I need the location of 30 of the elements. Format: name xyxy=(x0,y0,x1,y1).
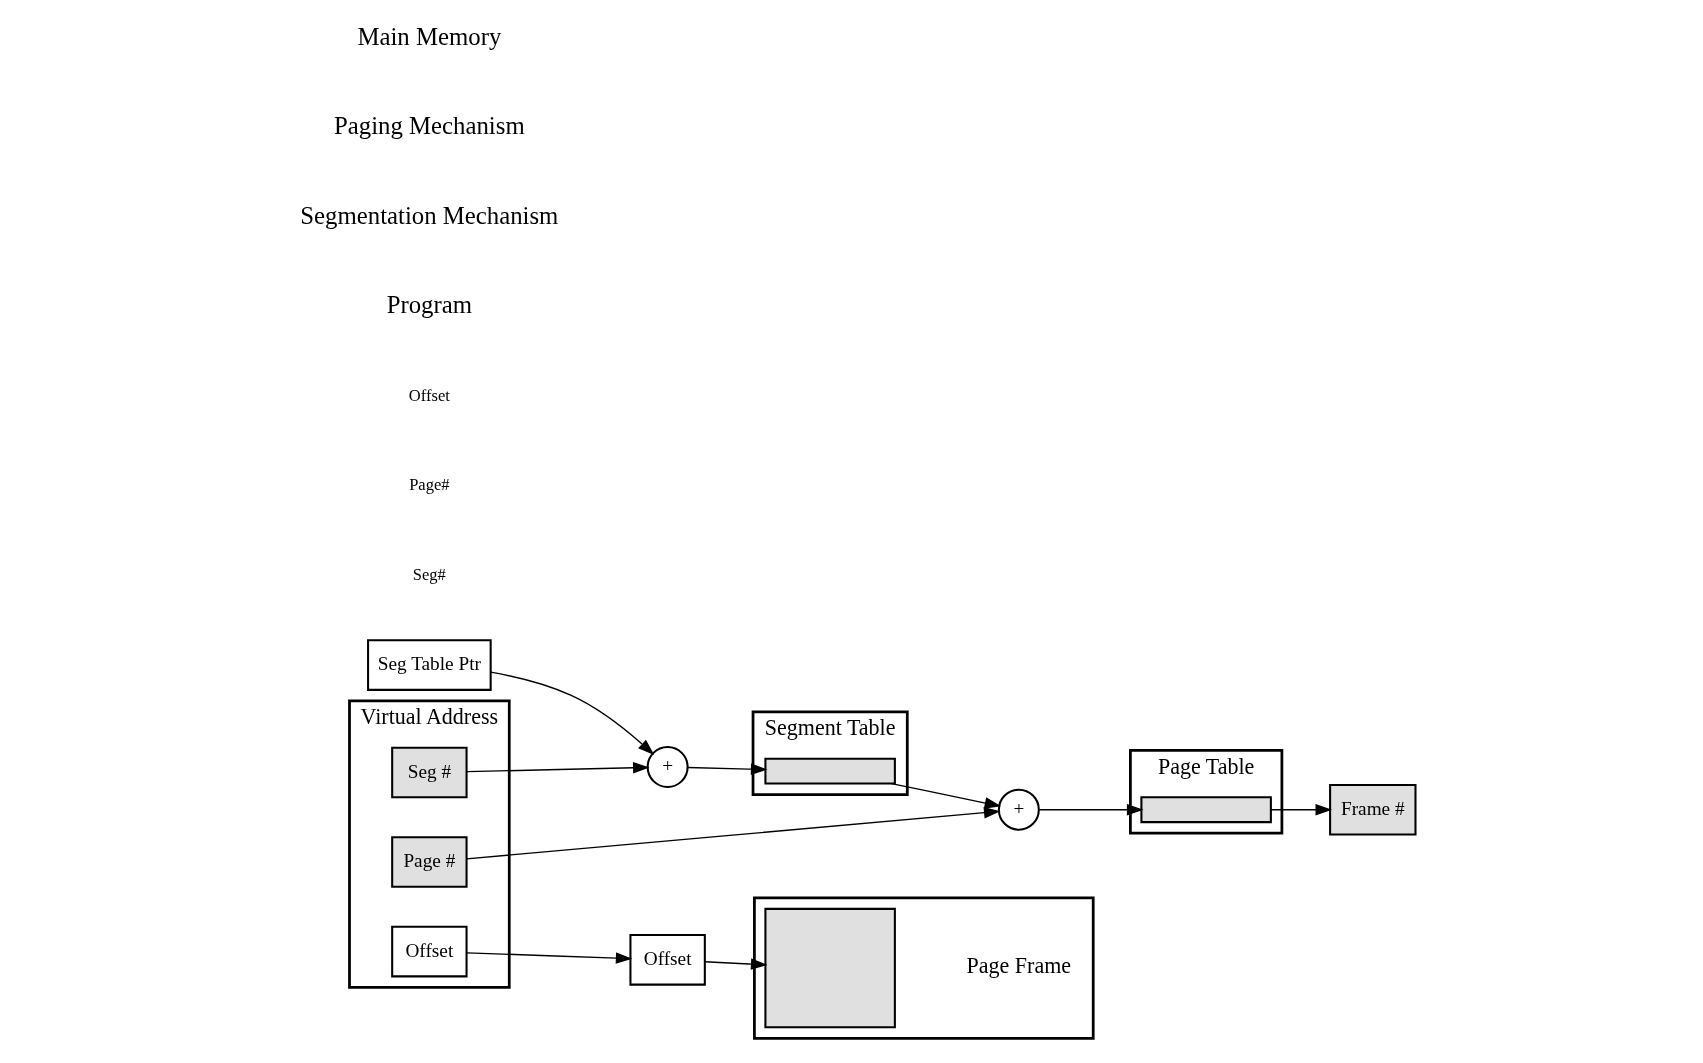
cluster: Page Table xyxy=(1129,749,1284,835)
node-box: Frame # xyxy=(1329,783,1417,836)
arrow xyxy=(465,806,1001,860)
label: Seg# xyxy=(412,564,446,584)
node-bar xyxy=(1140,796,1272,824)
cluster xyxy=(753,896,1095,1040)
arrow xyxy=(1270,803,1333,816)
label: Offset xyxy=(408,385,450,405)
node-box: Seg # xyxy=(391,746,468,799)
node-circle: + xyxy=(997,788,1040,831)
node-circle: + xyxy=(646,746,689,788)
label: Segmentation Mechanism xyxy=(300,201,559,229)
arrow xyxy=(890,782,1002,809)
node-box: Page # xyxy=(391,836,468,888)
arrow xyxy=(687,763,768,775)
arrow xyxy=(1038,803,1144,816)
label: Program xyxy=(386,291,473,319)
node-bar xyxy=(764,757,896,785)
arrow xyxy=(704,958,768,970)
node-box: Offset xyxy=(391,925,468,978)
node-box xyxy=(764,907,896,1029)
node-box: Offset xyxy=(629,934,706,986)
label: Main Memory xyxy=(357,22,502,50)
label: Paging Mechanism xyxy=(334,112,525,140)
node-label: Page Frame xyxy=(966,953,1072,979)
label: Page# xyxy=(409,475,450,495)
arrow xyxy=(466,762,650,774)
arrow xyxy=(489,671,655,756)
node-box: Seg Table Ptr xyxy=(367,639,492,691)
arrow xyxy=(466,952,633,964)
